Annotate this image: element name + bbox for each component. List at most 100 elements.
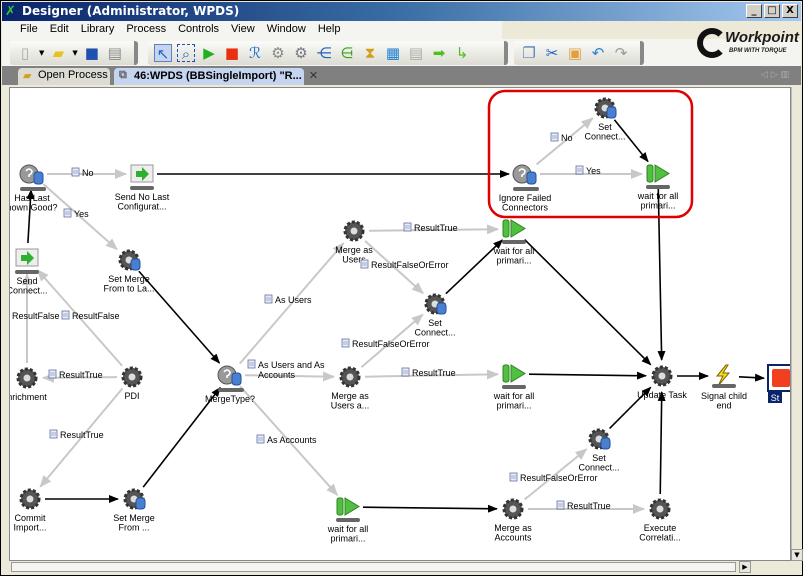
- connector-label-group[interactable]: Yes: [63, 208, 89, 219]
- node-set-connect-top[interactable]: SetConnect...: [584, 97, 626, 142]
- connector-wait2-to-update_task[interactable]: [528, 371, 648, 380]
- connector-wait3-to-merge_accounts[interactable]: [362, 504, 499, 513]
- copy-icon[interactable]: ❐: [522, 44, 536, 62]
- cut-icon[interactable]: ✂: [545, 44, 559, 62]
- menu-library[interactable]: Library: [80, 23, 115, 35]
- connector-label-group[interactable]: ResultTrue: [401, 367, 456, 378]
- connector-label-group[interactable]: As Accounts: [256, 434, 317, 445]
- blocks-icon[interactable]: ▦: [385, 44, 401, 62]
- node-update-task[interactable]: Update Task: [637, 365, 687, 400]
- print-icon[interactable]: ▤: [107, 44, 122, 62]
- zoom-select-icon[interactable]: ⌕: [177, 44, 195, 63]
- undo-icon[interactable]: ↶: [591, 44, 605, 62]
- menu-file[interactable]: File: [20, 23, 38, 35]
- connector-set_connect_low-to-update_task[interactable]: [609, 386, 652, 429]
- connector-set_connect_top-to-wait_top[interactable]: [613, 119, 649, 163]
- connector-merge_type-to-merge_users_a[interactable]: [244, 371, 336, 382]
- connector-wait_top-to-update_task[interactable]: [657, 188, 666, 362]
- connector-label-group[interactable]: As Users: [264, 294, 312, 305]
- menu-edit[interactable]: Edit: [49, 23, 69, 35]
- connector-has_last-to-set_merge_from_to[interactable]: [42, 183, 118, 251]
- menu-help[interactable]: Help: [317, 23, 341, 35]
- menu-view[interactable]: View: [231, 23, 255, 35]
- connector-merge_accounts-to-set_connect_low[interactable]: [524, 448, 588, 501]
- connector-label-group[interactable]: ResultTrue: [48, 369, 103, 380]
- connector-ignore_failed-to-set_connect_top[interactable]: [535, 117, 594, 166]
- tab-close-button[interactable]: ✕: [308, 70, 319, 82]
- node-set-merge-from[interactable]: Set MergeFrom ...: [113, 488, 155, 533]
- gear-db-icon[interactable]: ⚙: [294, 44, 308, 62]
- node-pdi[interactable]: PDI: [121, 366, 143, 401]
- runner-icon[interactable]: ℛ: [249, 44, 261, 62]
- connector-label-group[interactable]: ResultFalseOrError: [341, 338, 430, 349]
- connector-wait1-to-update_task[interactable]: [524, 239, 652, 366]
- connector-merge_users_a-to-wait2[interactable]: [364, 369, 500, 380]
- arrow-right-icon[interactable]: ➡: [432, 44, 446, 62]
- connector-set_merge_from-to-merge_type[interactable]: [142, 386, 221, 488]
- node-wait1[interactable]: wait for allprimari...: [493, 219, 535, 266]
- open-dropdown-icon[interactable]: ▼: [72, 49, 78, 57]
- node-wait3[interactable]: wait for allprimari...: [327, 497, 369, 544]
- menu-controls[interactable]: Controls: [178, 23, 220, 35]
- menu-process[interactable]: Process: [126, 23, 167, 35]
- node-send-connect[interactable]: SendConnect...: [10, 248, 48, 296]
- connector-label-group[interactable]: ResultFalseOrError: [509, 472, 598, 483]
- node-stop[interactable]: St: [767, 364, 791, 403]
- connector-set_merge_from_to-to-merge_type[interactable]: [138, 270, 221, 364]
- connector-set_connect_mid-to-wait1[interactable]: [445, 239, 504, 295]
- node-exec-corr[interactable]: ExecuteCorrelati...: [639, 498, 681, 543]
- scroll-down-button[interactable]: ▼: [791, 549, 803, 561]
- node-wait2[interactable]: wait for allprimari...: [493, 364, 535, 411]
- connector-merge_type-to-wait3[interactable]: [239, 385, 339, 496]
- node-commit[interactable]: CommitImport...: [13, 488, 47, 533]
- new-dropdown-icon[interactable]: ▼: [39, 49, 45, 57]
- multi-branch-icon[interactable]: ⋳: [340, 44, 354, 62]
- minimize-button[interactable]: _: [746, 4, 762, 18]
- connector-label-group[interactable]: ResultFalseOrError: [360, 259, 449, 270]
- horizontal-scrollbar[interactable]: ▶: [9, 561, 791, 573]
- branch-icon[interactable]: ⋲: [316, 44, 332, 62]
- connector-merge_users_a-to-set_connect_mid[interactable]: [360, 313, 424, 368]
- connector-label-group[interactable]: No: [550, 132, 573, 143]
- node-set-connect-mid[interactable]: SetConnect...: [414, 293, 456, 338]
- maximize-button[interactable]: □: [764, 4, 780, 18]
- horizontal-scroll-thumb[interactable]: [11, 562, 736, 572]
- connector-label-group[interactable]: ResultTrue: [49, 429, 104, 440]
- paste-icon[interactable]: ▣: [567, 44, 583, 62]
- tab-process-diagram[interactable]: ⧉46:WPDS (BBSingleImport) "R... ✕: [114, 68, 318, 85]
- new-icon[interactable]: ▯: [20, 44, 30, 62]
- run-icon[interactable]: ▶: [203, 44, 215, 62]
- node-wait-top[interactable]: wait for allprimari...: [637, 164, 679, 211]
- arrow-down-right-icon[interactable]: ↳: [455, 44, 469, 62]
- node-merge-type[interactable]: MergeType?: [205, 365, 255, 404]
- connector-pdi-to-commit[interactable]: [39, 387, 124, 488]
- connector-merge_users-to-set_connect_mid[interactable]: [364, 240, 424, 295]
- tab-open-process[interactable]: ▰Open Process: [18, 68, 110, 85]
- menu-window[interactable]: Window: [266, 23, 306, 35]
- connector-label-group[interactable]: ResultTrue: [556, 500, 611, 511]
- tab-navigation[interactable]: ◁ ▷ ▥: [760, 70, 789, 80]
- connector-signal-to-stop[interactable]: [738, 373, 766, 382]
- document-icon[interactable]: ▤: [408, 44, 424, 62]
- connector-pdi-to-send_connect[interactable]: [36, 269, 123, 367]
- hourglass-icon[interactable]: ⧗: [364, 44, 376, 62]
- connector-label-group[interactable]: ResultFalse: [10, 311, 60, 321]
- connector-label-group[interactable]: Yes: [575, 165, 601, 176]
- connector-label-group[interactable]: No: [71, 167, 94, 178]
- connector-exec_corr-to-update_task[interactable]: [657, 390, 666, 495]
- node-enrichment[interactable]: nrichment: [10, 367, 47, 402]
- connector-merge_users-to-wait1[interactable]: [368, 224, 500, 235]
- vertical-scrollbar[interactable]: ▼: [791, 87, 803, 561]
- open-folder-icon[interactable]: ▰: [52, 44, 65, 62]
- connector-merge_type-to-merge_users[interactable]: [239, 242, 345, 365]
- pointer-icon[interactable]: ↖: [154, 44, 172, 63]
- connector-send_connect-to-has_last[interactable]: [26, 188, 35, 244]
